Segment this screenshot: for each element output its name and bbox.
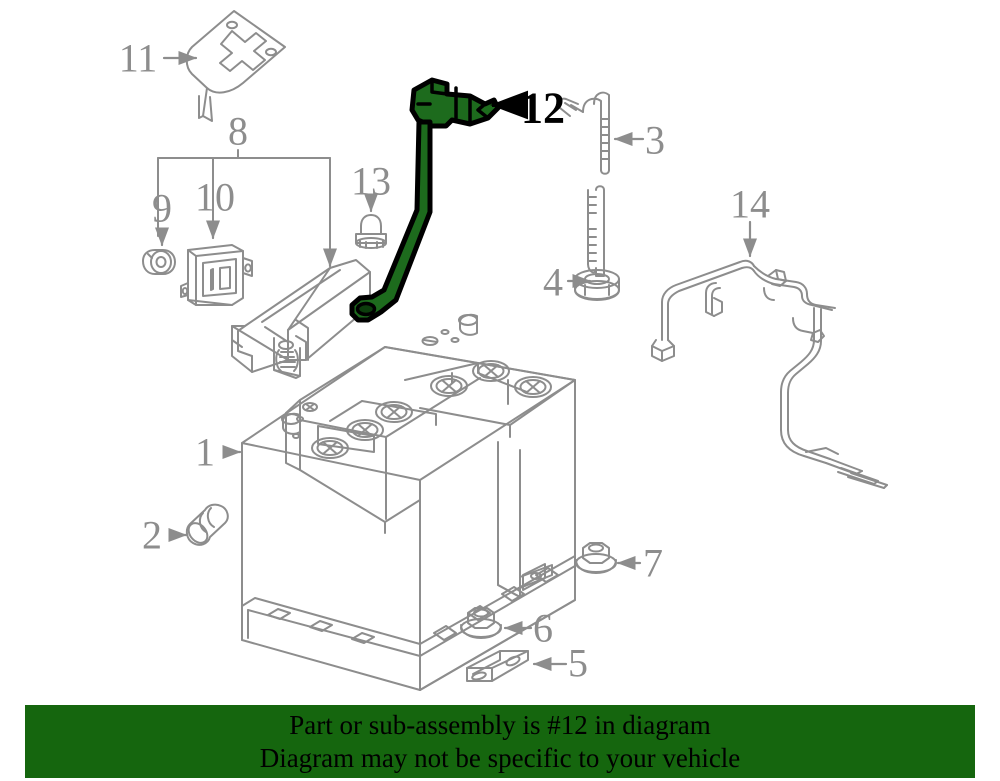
callout-label-11: 11 [119, 36, 158, 81]
part-7-flange-nut-upper [575, 542, 617, 574]
notice-line-2: Diagram may not be specific to your vehi… [259, 742, 741, 773]
callout-label-5: 5 [568, 641, 588, 686]
part-1-battery [241, 313, 576, 691]
part-11-mounting-bracket [185, 10, 286, 122]
part-8-battery-cover-assembly [231, 259, 371, 379]
callout-label-12: 12 [521, 84, 565, 133]
part-12-negative-battery-cable [349, 77, 501, 323]
callout-label-13: 13 [351, 159, 391, 204]
callout-labels-group: 11 1 2 3 4 5 6 7 8 9 10 13 14 12 [119, 36, 770, 686]
part-10-sensor-module [180, 244, 253, 306]
part-2-terminal-cap [185, 503, 229, 546]
callout-label-1: 1 [195, 430, 215, 475]
notice-banner: Part or sub-assembly is #12 in diagram D… [25, 705, 975, 778]
callout-label-10: 10 [195, 175, 235, 220]
notice-line-1: Part or sub-assembly is #12 in diagram [289, 709, 711, 740]
gray-parts-group [142, 10, 888, 691]
callout-label-8: 8 [228, 109, 248, 154]
callout-label-9: 9 [152, 186, 172, 231]
part-8-bracket-lines [157, 149, 331, 265]
callout-label-2: 2 [142, 513, 162, 558]
callout-leaders-gray [154, 50, 758, 672]
part-13-stud-cap [355, 214, 387, 249]
part-14-wiring-harness [651, 259, 888, 489]
callout-label-4: 4 [543, 260, 563, 305]
callout-label-3: 3 [645, 118, 665, 163]
callout-label-14: 14 [730, 182, 770, 227]
callout-label-6: 6 [533, 606, 553, 651]
part-6-flange-nut-lower [460, 607, 502, 639]
callout-label-7: 7 [643, 541, 663, 586]
part-5-hold-down-clamp [466, 650, 529, 682]
part-3-hold-down-rod [557, 91, 610, 277]
part-4-grommet [574, 269, 620, 301]
part-9-bushing [142, 249, 176, 275]
